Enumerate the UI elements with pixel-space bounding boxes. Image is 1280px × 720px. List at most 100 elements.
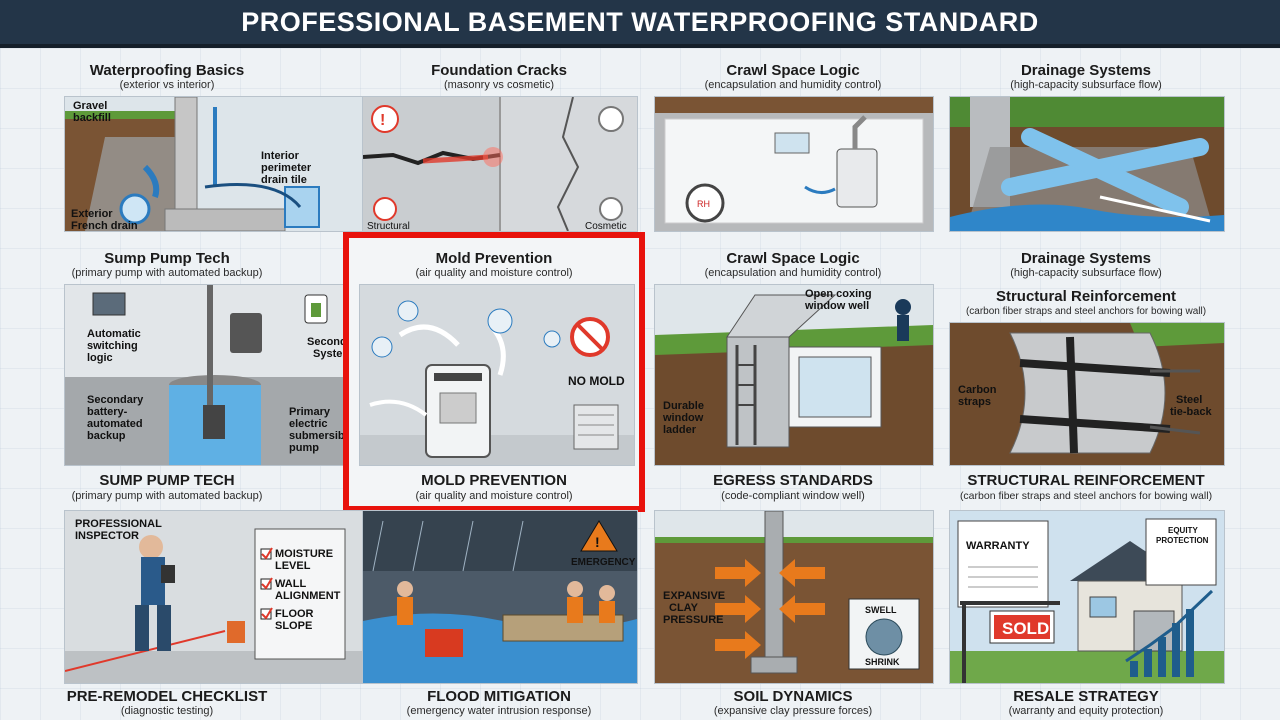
check-level: LEVEL — [275, 560, 311, 572]
resale-svg: WARRANTY EQUITY PROTECTION SOLD — [950, 511, 1224, 683]
mold-prevention-svg: NO MOLD — [360, 285, 634, 465]
label-tie-back: tie-back — [1170, 406, 1212, 418]
label-shrink: SHRINK — [865, 657, 900, 667]
worker-icon — [397, 597, 413, 625]
tile-egress-standards[interactable]: Crawl Space Logic (encapsulation and hum… — [653, 250, 934, 506]
pump-icon — [425, 629, 463, 657]
label-primary: Primary — [289, 406, 331, 418]
tile-crawl-space-logic[interactable]: Crawl Space Logic (encapsulation and hum… — [653, 62, 934, 270]
warranty-label: WARRANTY — [966, 540, 1030, 552]
tile-subtitle: (primary pump with automated backup) — [71, 267, 263, 279]
tile-flood-mitigation[interactable]: ! EMERGENCY FLOOD MITIGATION (emergency … — [359, 510, 639, 718]
emergency-icon — [580, 520, 618, 552]
tile-soil-dynamics[interactable]: SWELL SHRINK EXPANSIVE CLAY PRESSURE SOI… — [653, 510, 934, 718]
tile-subtitle: (air quality and moisture control) — [415, 267, 573, 279]
tile-title-bottom: EGRESS STANDARDS — [713, 472, 873, 489]
svg-text:!: ! — [380, 112, 385, 129]
label-durable: Durable — [663, 400, 704, 412]
tile-subtitle-bottom: (code-compliant window well) — [721, 490, 865, 502]
cracks-diagram: ! Structural Cosmetic — [362, 96, 638, 232]
tile-subtitle: (masonry vs cosmetic) — [443, 79, 555, 91]
tile-mid-title: Structural Reinforcement — [995, 288, 1177, 305]
structural-icon — [373, 197, 397, 221]
protection-label: PROTECTION — [1156, 536, 1209, 545]
equity-document-icon — [1145, 518, 1217, 586]
label-battery: battery- — [87, 406, 128, 418]
tile-subtitle-bottom: (primary pump with automated backup) — [71, 490, 263, 502]
tile-title-bottom: STRUCTURAL REINFORCEMENT — [967, 472, 1205, 489]
sump-pump-diagram: Automatic switching logic Secondary Syst… — [64, 284, 372, 466]
label-inspector: INSPECTOR — [75, 530, 139, 542]
pressure-arrow — [715, 559, 761, 587]
structural-svg: Carbon straps Steel tie-back — [950, 323, 1224, 465]
tile-title: Sump Pump Tech — [104, 250, 230, 267]
warranty-document-icon — [957, 520, 1049, 608]
window-well-cover-icon — [726, 294, 837, 338]
crawl-space-svg: RH — [655, 97, 933, 231]
soil-svg: SWELL SHRINK EXPANSIVE CLAY PRESSURE — [655, 511, 933, 683]
dehumidifier-icon — [836, 148, 878, 208]
checklist-diagram: PROFESSIONAL INSPECTOR MOISTURE LEVEL WA… — [64, 510, 372, 684]
tile-resale-strategy[interactable]: WARRANTY EQUITY PROTECTION SOLD RESALE S… — [946, 510, 1226, 718]
tile-foundation-cracks[interactable]: Foundation Cracks (masonry vs cosmetic) … — [359, 62, 639, 270]
tile-pre-remodel-checklist[interactable]: PROFESSIONAL INSPECTOR MOISTURE LEVEL WA… — [27, 510, 372, 718]
check-floor: FLOOR — [275, 608, 314, 620]
switch-panel-icon — [92, 292, 126, 316]
tile-subtitle-bottom: (carbon fiber straps and steel anchors f… — [959, 490, 1213, 502]
tile-drainage-systems[interactable]: Drainage Systems (high-capacity subsurfa… — [946, 62, 1226, 270]
check-wall: WALL — [275, 578, 306, 590]
growth-arrow — [1125, 589, 1214, 663]
mold-prevention-diagram: NO MOLD — [359, 284, 635, 466]
tile-title: Mold Prevention — [435, 250, 553, 267]
tile-title: RESALE STRATEGY — [1013, 688, 1159, 705]
cosmetic-icon — [598, 106, 624, 132]
label-gravel: Gravel — [73, 100, 107, 112]
person-icon — [895, 299, 911, 315]
label-automatic: Automatic — [87, 328, 141, 340]
label-exterior: Exterior — [71, 208, 113, 220]
tile-title: Crawl Space Logic — [726, 250, 860, 267]
page-title: PROFESSIONAL BASEMENT WATERPROOFING STAN… — [0, 0, 1280, 48]
check-moisture: MOISTURE — [275, 548, 333, 560]
tile-title: FLOOD MITIGATION — [427, 688, 571, 705]
laser-level-icon — [227, 621, 245, 643]
gauge-text: RH — [697, 199, 710, 209]
cracks-svg: ! Structural Cosmetic — [363, 97, 637, 231]
check-alignment: ALIGNMENT — [275, 590, 341, 602]
label-window: window — [662, 412, 704, 424]
sold-label: SOLD — [1002, 619, 1049, 638]
structural-diagram: Carbon straps Steel tie-back — [949, 322, 1225, 466]
label-backfill: backfill — [73, 112, 111, 124]
label-expansive: EXPANSIVE — [663, 590, 725, 602]
label-pump: pump — [289, 442, 319, 454]
tile-structural-reinforcement[interactable]: Drainage Systems (high-capacity subsurfa… — [946, 250, 1226, 506]
label-straps: straps — [958, 396, 991, 408]
label-ladder: ladder — [663, 424, 697, 436]
check-slope: SLOPE — [275, 620, 312, 632]
label-pressure: PRESSURE — [663, 614, 724, 626]
label-electric: electric — [289, 418, 328, 430]
waterproofing-diagram: Gravel backfill Interior perimeter drain… — [64, 96, 372, 232]
label-interior: Interior — [261, 150, 300, 162]
crawl-space-diagram: RH — [654, 96, 934, 232]
backup-pump-icon — [230, 313, 262, 353]
tile-mold-prevention[interactable]: Mold Prevention (air quality and moistur… — [349, 250, 639, 506]
label-structural: Structural — [367, 221, 410, 231]
svg-text:!: ! — [595, 534, 600, 550]
tile-subtitle: (expansive clay pressure forces) — [713, 705, 873, 717]
sump-pump-svg: Automatic switching logic Secondary Syst… — [65, 285, 371, 465]
flood-svg: ! EMERGENCY — [363, 511, 637, 683]
tile-title: Crawl Space Logic — [726, 62, 860, 79]
tile-title: Drainage Systems — [1020, 62, 1152, 79]
tile-sump-pump-tech[interactable]: Sump Pump Tech (primary pump with automa… — [27, 250, 372, 506]
tile-waterproofing-basics[interactable]: Waterproofing Basics (exterior vs interi… — [27, 62, 372, 270]
tile-subtitle: (encapsulation and humidity control) — [704, 267, 882, 279]
label-system: System — [313, 348, 352, 360]
no-mold-label: NO MOLD — [568, 374, 625, 388]
tile-subtitle: (high-capacity subsurface flow) — [1010, 267, 1162, 279]
label-automated: automated — [87, 418, 143, 430]
label-cosmetic: Cosmetic — [585, 221, 627, 231]
label-carbon: Carbon — [958, 384, 997, 396]
label-open-coxing: Open coxing — [805, 288, 872, 300]
label-backup: backup — [87, 430, 126, 442]
